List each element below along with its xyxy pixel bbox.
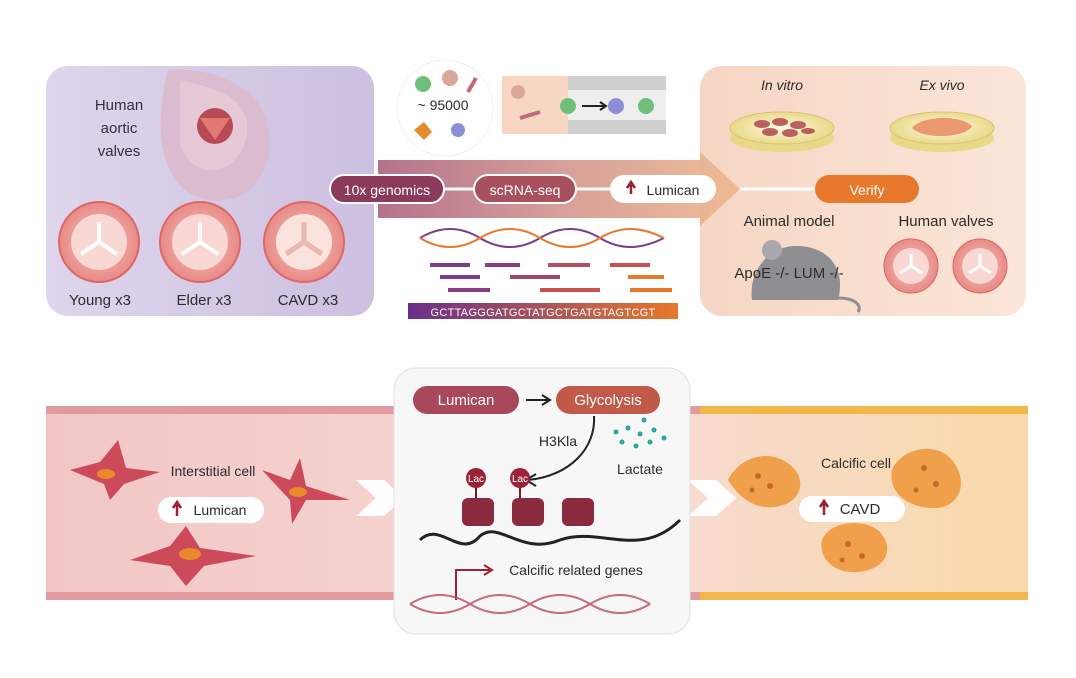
step-scrna-seq: scRNA-seq [473, 174, 577, 204]
h3kla-label: H3Kla [539, 433, 577, 449]
step-lumican: Lumican [610, 175, 716, 203]
heart-illustration [160, 69, 270, 201]
lactate-label: Lactate [617, 461, 663, 477]
lactate-dots-icon [613, 417, 667, 449]
mech-glycolysis-label: Glycolysis [574, 392, 642, 409]
petri-dish-in-vitro-icon [729, 111, 835, 152]
lumican-up-badge [158, 497, 264, 523]
dna-helix-top-icon [419, 228, 665, 248]
valves-title-3: valves [98, 143, 141, 160]
mech-glycolysis-pill [556, 386, 660, 414]
valve-young-icon [58, 201, 140, 283]
cavd-up-label: CAVD [840, 501, 881, 518]
step-scrna-seq-label: scRNA-seq [490, 182, 561, 198]
arrow-right-icon [526, 394, 552, 406]
step-10x-genomics: 10x genomics [329, 174, 445, 204]
valves-title-1: Human [95, 97, 143, 114]
sequence-bar [408, 303, 678, 319]
petri-dish-ex-vivo-icon [889, 111, 995, 152]
dna-helix-bottom-icon [409, 594, 651, 614]
genotype-label: ApoE -/- LUM -/- [734, 265, 843, 282]
up-arrow-icon [625, 179, 637, 194]
in-vitro-label: In vitro [761, 77, 803, 93]
band-border-bottom-yellow [700, 592, 1028, 600]
interstitial-cell-label: Interstitial cell [171, 463, 256, 479]
up-arrow-icon [818, 498, 830, 515]
step-lumican-label: Lumican [647, 182, 700, 198]
group-cavd-label: CAVD x3 [278, 292, 339, 309]
mech-lumican-label: Lumican [438, 392, 495, 409]
animal-model-label: Animal model [744, 213, 835, 230]
ex-vivo-label: Ex vivo [919, 77, 964, 93]
microfluidic-capture-icon [502, 76, 666, 134]
mech-lumican-pill [413, 386, 519, 414]
sequencing-reads [430, 263, 672, 292]
cell-count-label: ~ 95000 [418, 97, 469, 113]
cell-population-icon [396, 59, 494, 157]
sequence-text: GCTTAGGGATGCTATGCTGATGTAGTCGT [430, 307, 655, 319]
chevron-right-icon [688, 480, 736, 516]
lac-tag-2 [510, 468, 530, 488]
verify-valve-2-icon [952, 238, 1008, 294]
mouse-icon [751, 240, 861, 313]
chevron-right-icon [356, 480, 404, 516]
calcific-cell-icon [728, 448, 961, 573]
up-arrow-icon [171, 499, 183, 516]
lac-tag-1-label: Lac [468, 474, 484, 485]
lac-tag-2-label: Lac [512, 474, 528, 485]
promoter-arrow-icon [455, 564, 494, 600]
human-valves-label: Human valves [898, 213, 993, 230]
verify-valve-1-icon [883, 238, 939, 294]
group-elder-label: Elder x3 [176, 292, 231, 309]
nucleosome-icon [418, 486, 682, 546]
lac-tag-1 [466, 468, 486, 488]
step-10x-genomics-label: 10x genomics [344, 182, 430, 198]
interstitial-cell-icon [70, 440, 350, 586]
step-verify: Verify [815, 175, 919, 203]
valve-cavd-icon [263, 201, 345, 283]
valve-elder-icon [159, 201, 241, 283]
band-border-top-yellow [700, 406, 1028, 414]
calcific-genes-label: Calcific related genes [509, 562, 643, 578]
lumican-up-label: Lumican [194, 502, 247, 518]
step-verify-label: Verify [849, 182, 884, 198]
group-young-label: Young x3 [69, 292, 131, 309]
calcific-cell-label: Calcific cell [821, 455, 891, 471]
valves-title-2: aortic [101, 120, 138, 137]
